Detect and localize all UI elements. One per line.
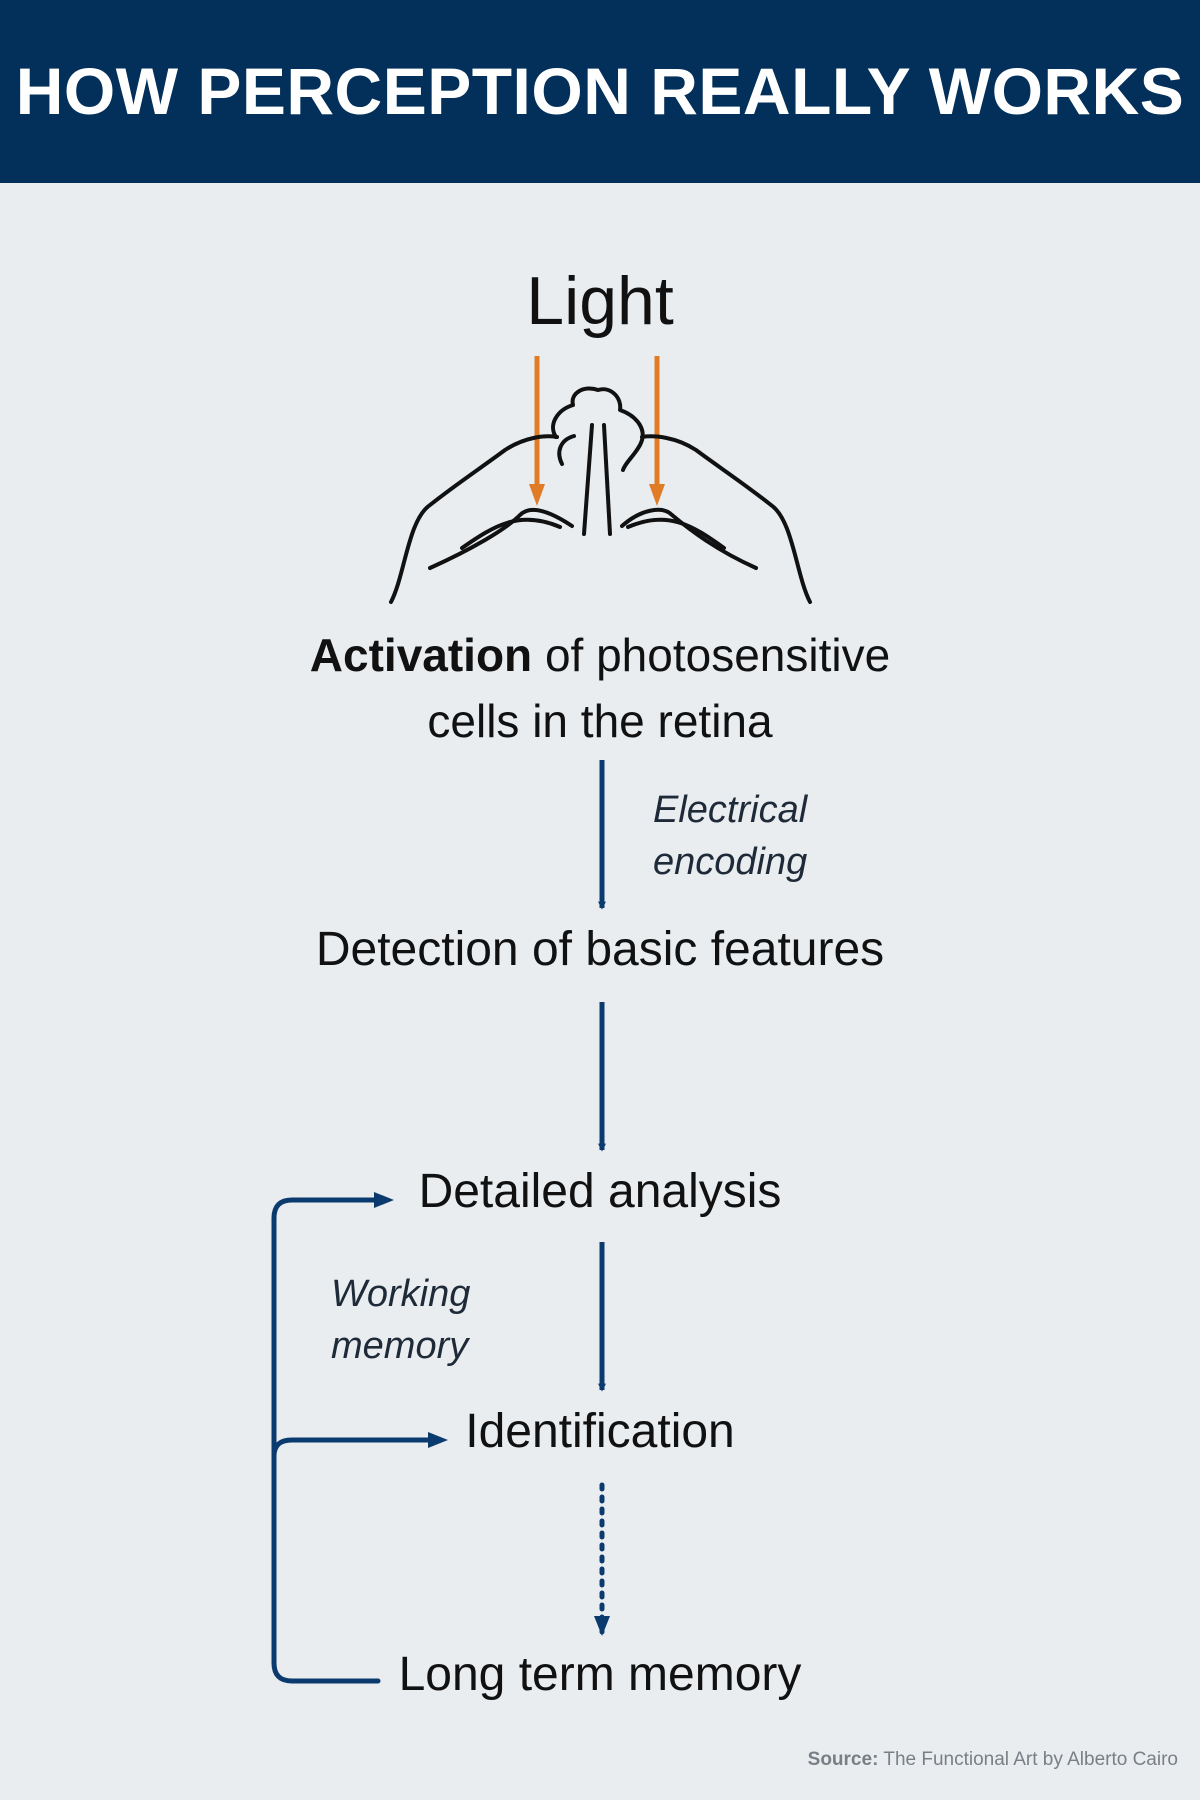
page-title: HOW PERCEPTION REALLY WORKS bbox=[15, 54, 1185, 128]
source-credit: Source: The Functional Art by Alberto Ca… bbox=[808, 1749, 1178, 1771]
electrical-encoding-note: Electrical encoding bbox=[653, 784, 807, 888]
detailed-analysis-label: Detailed analysis bbox=[418, 1165, 782, 1218]
light-arrow-right bbox=[649, 356, 665, 506]
eye-cross-section-icon bbox=[389, 386, 812, 604]
activation-line2: cells in the retina bbox=[427, 695, 773, 747]
memory-feedback-bracket bbox=[271, 1197, 433, 1684]
activation-bold: Activation bbox=[309, 629, 533, 681]
working-line1: Working bbox=[331, 1273, 471, 1315]
source-label: Source: bbox=[807, 1749, 879, 1770]
activation-label: Activation of photosensitive cells in th… bbox=[0, 622, 1200, 754]
arrowhead-to-identification bbox=[428, 1432, 448, 1448]
identification-label: Identification bbox=[465, 1405, 735, 1458]
electrical-line2: encoding bbox=[653, 841, 808, 883]
detection-label: Detection of basic features bbox=[315, 923, 885, 976]
long-term-memory-label: Long term memory bbox=[398, 1648, 802, 1701]
arrowhead-ltm bbox=[594, 1616, 610, 1636]
working-line2: memory bbox=[331, 1325, 469, 1367]
electrical-line1: Electrical bbox=[653, 789, 808, 831]
working-memory-note: Working memory bbox=[331, 1268, 470, 1372]
activation-rest: of photosensitive bbox=[532, 629, 891, 681]
light-arrow-left bbox=[529, 356, 545, 506]
source-text: The Functional Art by Alberto Cairo bbox=[878, 1749, 1178, 1770]
header-bar: HOW PERCEPTION REALLY WORKS bbox=[0, 0, 1200, 183]
light-label: Light bbox=[526, 263, 674, 339]
arrowhead-to-detailed bbox=[374, 1192, 394, 1208]
